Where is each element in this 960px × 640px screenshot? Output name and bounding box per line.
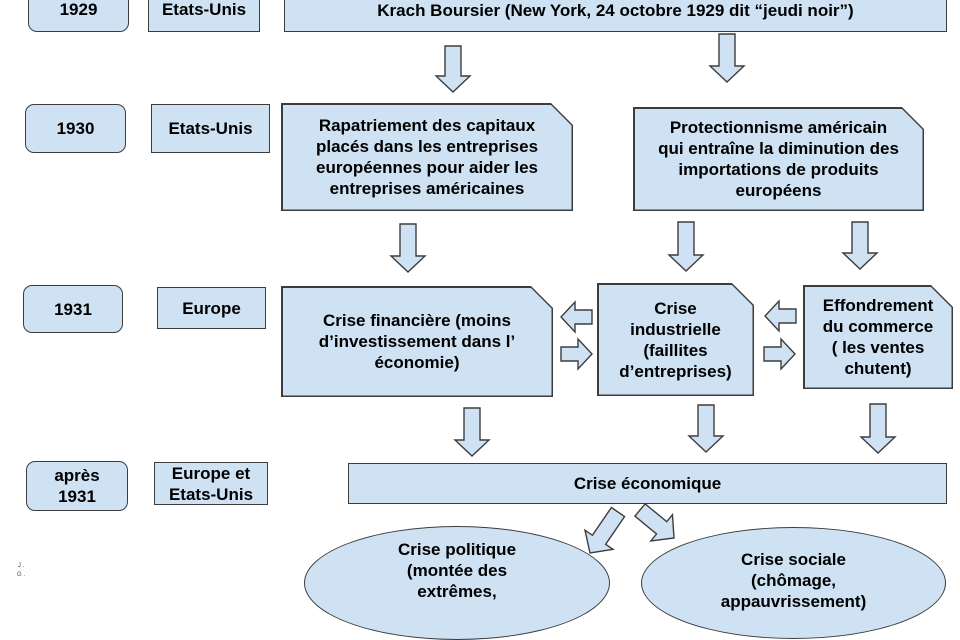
year-box-1929: 1929	[28, 0, 129, 32]
arrow-economique-to-politique	[583, 506, 626, 554]
protectionnisme-box: Protectionnisme américain qui entraîne l…	[633, 107, 924, 211]
arrows-layer: .ar { fill: #cfe2f3; stroke: #3d3d3d; st…	[389, 33, 897, 554]
arrow-industrielle-to-financiere	[560, 300, 593, 334]
place-box-1929: Etats-Unis	[148, 0, 260, 32]
crise-financiere-text: Crise financière (moins d’investissement…	[283, 288, 552, 396]
arrow-krach-to-protectionnisme	[708, 33, 746, 83]
year-box-1931: 1931	[23, 285, 123, 333]
crise-industrielle-box: Crise industrielle (faillites d’entrepri…	[597, 283, 754, 396]
place-box-1930: Etats-Unis	[151, 104, 270, 153]
effondrement-commerce-box: Effondrement du commerce ( les ventes ch…	[803, 285, 953, 389]
rapatriement-box: Rapatriement des capitaux placés dans le…	[281, 103, 573, 211]
arrow-financiere-to-industrielle	[560, 337, 593, 371]
crise-financiere-box: Crise financière (moins d’investissement…	[281, 286, 553, 397]
arrow-industrielle-to-effondrement	[763, 337, 796, 371]
place-box-1931: Europe	[157, 287, 266, 329]
author-credit: J . G .	[17, 563, 26, 578]
arrow-crise-industrielle-to-crise-economique	[687, 404, 725, 453]
year-box-1930: 1930	[25, 104, 126, 153]
arrow-rapatriement-to-crise-financiere	[389, 223, 427, 273]
crise-economique-box: Crise économique	[348, 463, 947, 504]
protectionnisme-text: Protectionnisme américain qui entraîne l…	[635, 109, 923, 210]
arrow-krach-to-rapatriement	[434, 45, 472, 93]
arrow-economique-to-sociale	[633, 502, 675, 542]
arrow-protectionnisme-to-effondrement	[841, 221, 879, 270]
place-box-after-1931: Europe et Etats-Unis	[154, 462, 268, 505]
arrow-crise-financiere-to-crise-economique	[453, 407, 491, 457]
effondrement-commerce-text: Effondrement du commerce ( les ventes ch…	[805, 287, 952, 388]
arrow-protectionnisme-to-crise-industrielle	[667, 221, 705, 272]
rapatriement-text: Rapatriement des capitaux placés dans le…	[283, 105, 572, 210]
arrow-effondrement-to-crise-economique	[859, 403, 897, 454]
arrow-effondrement-to-industrielle	[764, 299, 797, 333]
year-box-after-1931: après 1931	[26, 461, 128, 511]
krach-boursier-box: Krach Boursier (New York, 24 octobre 192…	[284, 0, 947, 32]
crise-industrielle-text: Crise industrielle (faillites d’entrepri…	[599, 285, 753, 395]
